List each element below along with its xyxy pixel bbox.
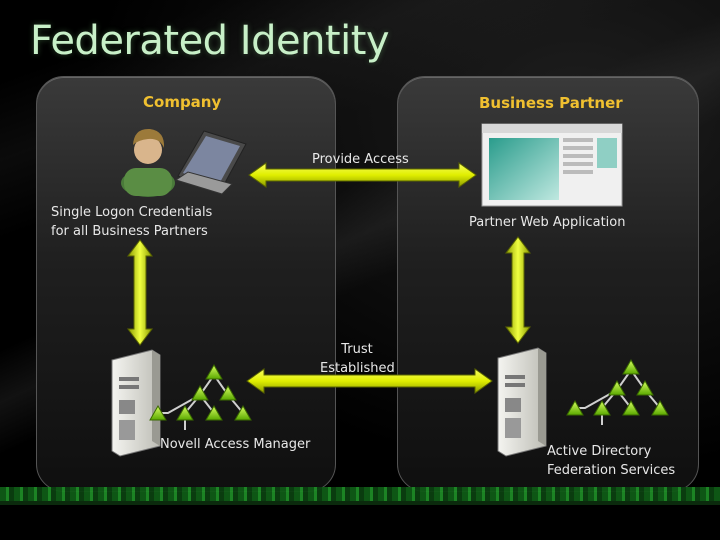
- trust-established-label: Trust Established: [320, 340, 395, 378]
- web-browser-window-icon: [481, 123, 623, 207]
- provide-access-label: Provide Access: [312, 152, 409, 167]
- partner-web-app-label: Partner Web Application: [469, 215, 626, 230]
- partner-org-tree-icon: [575, 369, 661, 425]
- org-tree-nodes: [149, 363, 252, 421]
- org-tree-icon: [158, 374, 244, 430]
- company-vertical-arrow: [127, 239, 153, 346]
- trust-label-line-1: Trust: [341, 342, 373, 357]
- adfs-label-line-2: Federation Services: [547, 463, 676, 478]
- novell-access-manager-label: Novell Access Manager: [160, 437, 311, 452]
- server-tower-icon: [111, 349, 161, 457]
- credentials-label: Single Logon Credentials for all Busines…: [51, 203, 212, 241]
- company-heading: Company: [143, 93, 222, 111]
- page-title: Federated Identity: [30, 18, 390, 64]
- bottom-decorative-band: [0, 487, 720, 501]
- adfs-label: Active Directory Federation Services: [547, 442, 675, 480]
- partner-server-tower-icon: [497, 347, 547, 457]
- credentials-label-line-1: Single Logon Credentials: [51, 205, 213, 220]
- bottom-decorative-band-shadow: [0, 501, 720, 505]
- user-at-laptop-icon: [121, 128, 247, 197]
- trust-established-arrow: [246, 368, 493, 394]
- trust-label-line-2: Established: [320, 361, 395, 376]
- adfs-label-line-1: Active Directory: [547, 444, 652, 459]
- business-partner-heading: Business Partner: [479, 94, 623, 112]
- partner-vertical-arrow: [505, 236, 531, 344]
- credentials-label-line-2: for all Business Partners: [51, 224, 208, 239]
- partner-org-tree-nodes: [566, 358, 669, 416]
- provide-access-arrow: [248, 162, 477, 188]
